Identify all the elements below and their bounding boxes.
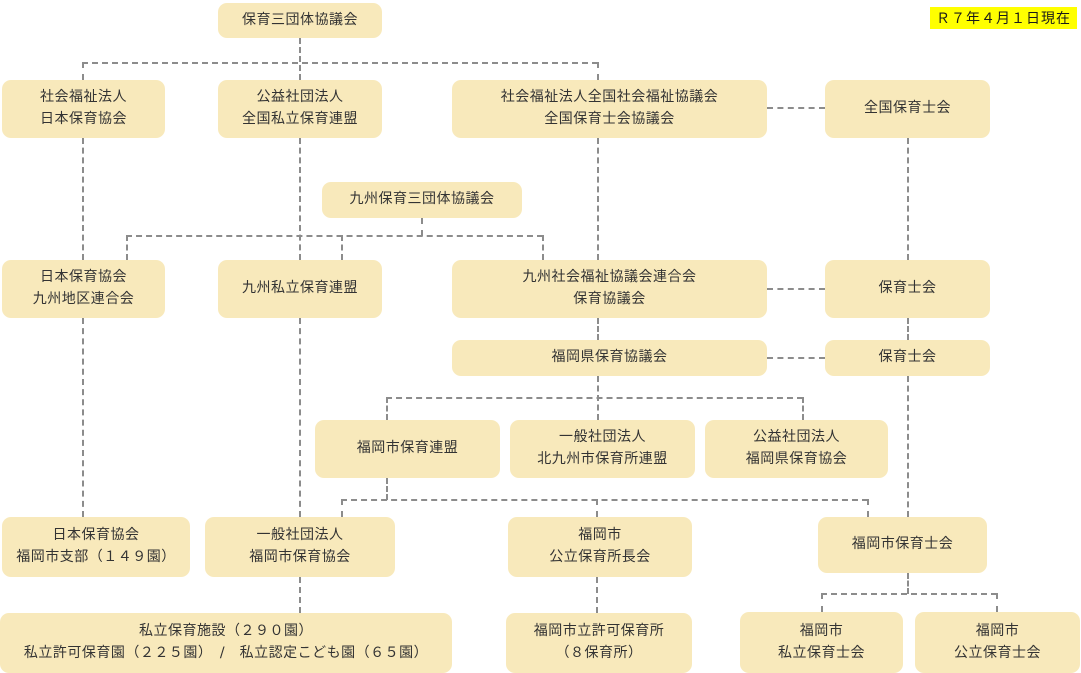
node-fukuoka-shi-hoiku-kyokai: 一般社団法人 福岡市保育協会 — [205, 517, 395, 577]
connector — [386, 397, 388, 420]
connector — [597, 376, 599, 420]
connector — [597, 62, 599, 80]
node-kyushu-hoiku-sandantai-kyogikai: 九州保育三団体協議会 — [322, 182, 522, 218]
connector — [299, 318, 301, 517]
node-shiritsu-hoiku-shisetsu: 私立保育施設（２９０園） 私立許可保育園（２２５園） / 私立認定こども園（６５… — [0, 613, 452, 673]
node-fukuoka-shiritsu-kyoka-hoikusho: 福岡市立許可保育所 （８保育所） — [506, 613, 692, 673]
node-zenkoku-shiritsu-hoiku-renmei: 公益社団法人 全国私立保育連盟 — [218, 80, 382, 138]
connector — [596, 499, 598, 517]
node-nihonhoiku-kyushu-chiku-rengokai: 日本保育協会 九州地区連合会 — [2, 260, 165, 318]
connector-lateral — [767, 288, 825, 290]
node-fukuoka-shi-shiritsu-hoikushikai: 福岡市 私立保育士会 — [740, 612, 903, 673]
node-zenkoku-hoikushikai: 全国保育士会 — [825, 80, 990, 138]
connector — [996, 593, 998, 612]
node-fukuoka-shi-koritsu-hoikushikai: 福岡市 公立保育士会 — [915, 612, 1080, 673]
connector — [867, 499, 869, 517]
connector — [82, 62, 598, 64]
node-hoikushikai-kyushu: 保育士会 — [825, 260, 990, 318]
node-fukuoka-ken-hoiku-kyokai: 公益社団法人 福岡県保育協会 — [705, 420, 888, 478]
connector — [821, 593, 823, 612]
node-fukuoka-shi-hoiku-renmei: 福岡市保育連盟 — [315, 420, 500, 478]
node-nihon-hoiku-kyokai: 社会福祉法人 日本保育協会 — [2, 80, 165, 138]
connector — [82, 138, 84, 260]
connector — [386, 397, 803, 399]
connector — [341, 499, 343, 517]
node-kitakyushu-hoikusho-renmei: 一般社団法人 北九州市保育所連盟 — [510, 420, 695, 478]
node-zenkoku-shakyo-hoikushikai-kyogikai: 社会福祉法人全国社会福祉協議会 全国保育士会協議会 — [452, 80, 767, 138]
connector — [802, 397, 804, 420]
connector-lateral — [767, 357, 825, 359]
connector — [82, 62, 84, 80]
connector — [907, 138, 909, 260]
connector — [907, 318, 909, 340]
connector — [299, 38, 301, 80]
node-kyushu-shiritsu-hoiku-renmei: 九州私立保育連盟 — [218, 260, 382, 318]
node-fukuoka-shi-hoikushikai: 福岡市保育士会 — [818, 517, 987, 573]
connector — [421, 218, 423, 236]
connector — [82, 318, 84, 517]
connector — [542, 235, 544, 260]
connector — [299, 138, 301, 260]
connector — [386, 478, 388, 500]
connector — [821, 593, 997, 595]
connector — [126, 235, 128, 260]
connector — [341, 235, 343, 260]
node-hoikushikai-fukuoka-ken: 保育士会 — [825, 340, 990, 376]
connector — [596, 577, 598, 613]
connector — [126, 235, 543, 237]
connector-lateral — [767, 107, 825, 109]
node-fukuoka-ken-hoiku-kyogikai: 福岡県保育協議会 — [452, 340, 767, 376]
date-note: Ｒ７年４月１日現在 — [930, 7, 1077, 29]
node-fukuoka-koritsu-hoikusho-chokai: 福岡市 公立保育所長会 — [508, 517, 692, 577]
connector — [597, 138, 599, 260]
node-kyushu-shakyo-hoiku-kyogikai: 九州社会福祉協議会連合会 保育協議会 — [452, 260, 767, 318]
node-hoiku-sandantai-kyogikai: 保育三団体協議会 — [218, 3, 382, 38]
node-nihonhoiku-fukuoka-shibu: 日本保育協会 福岡市支部（１４９園） — [2, 517, 190, 577]
connector — [597, 318, 599, 340]
connector — [907, 376, 909, 517]
connector — [299, 577, 301, 613]
connector — [907, 573, 909, 594]
connector — [341, 499, 868, 501]
